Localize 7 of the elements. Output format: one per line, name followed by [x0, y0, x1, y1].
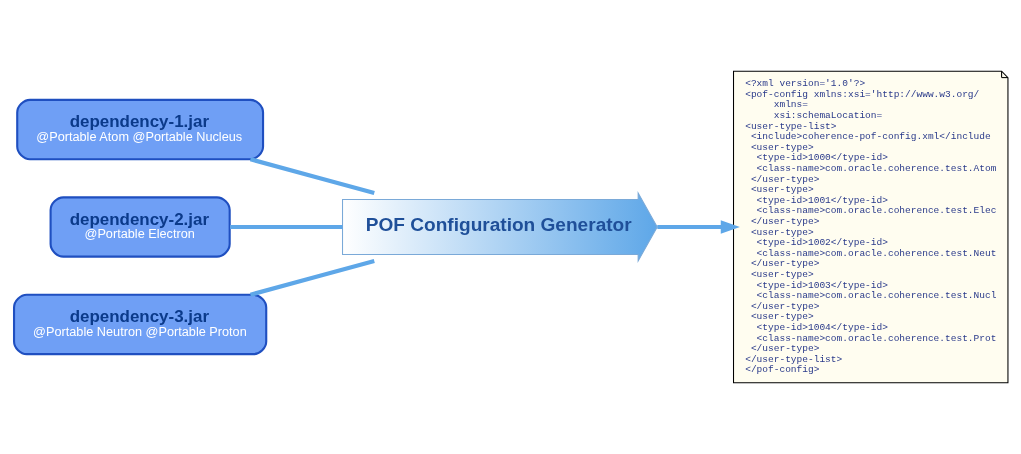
- connector: [229, 224, 342, 230]
- node-box: dependency-2.jar @Portable Electron: [49, 196, 231, 258]
- connector: [249, 157, 375, 196]
- arrow: [656, 220, 740, 234]
- connector: [249, 258, 375, 297]
- node-box: dependency-1.jar @Portable Atom @Portable Nucleus: [15, 98, 264, 161]
- node-box: dependency-3.jar @Portable Neutron @Portable Proton: [12, 293, 267, 356]
